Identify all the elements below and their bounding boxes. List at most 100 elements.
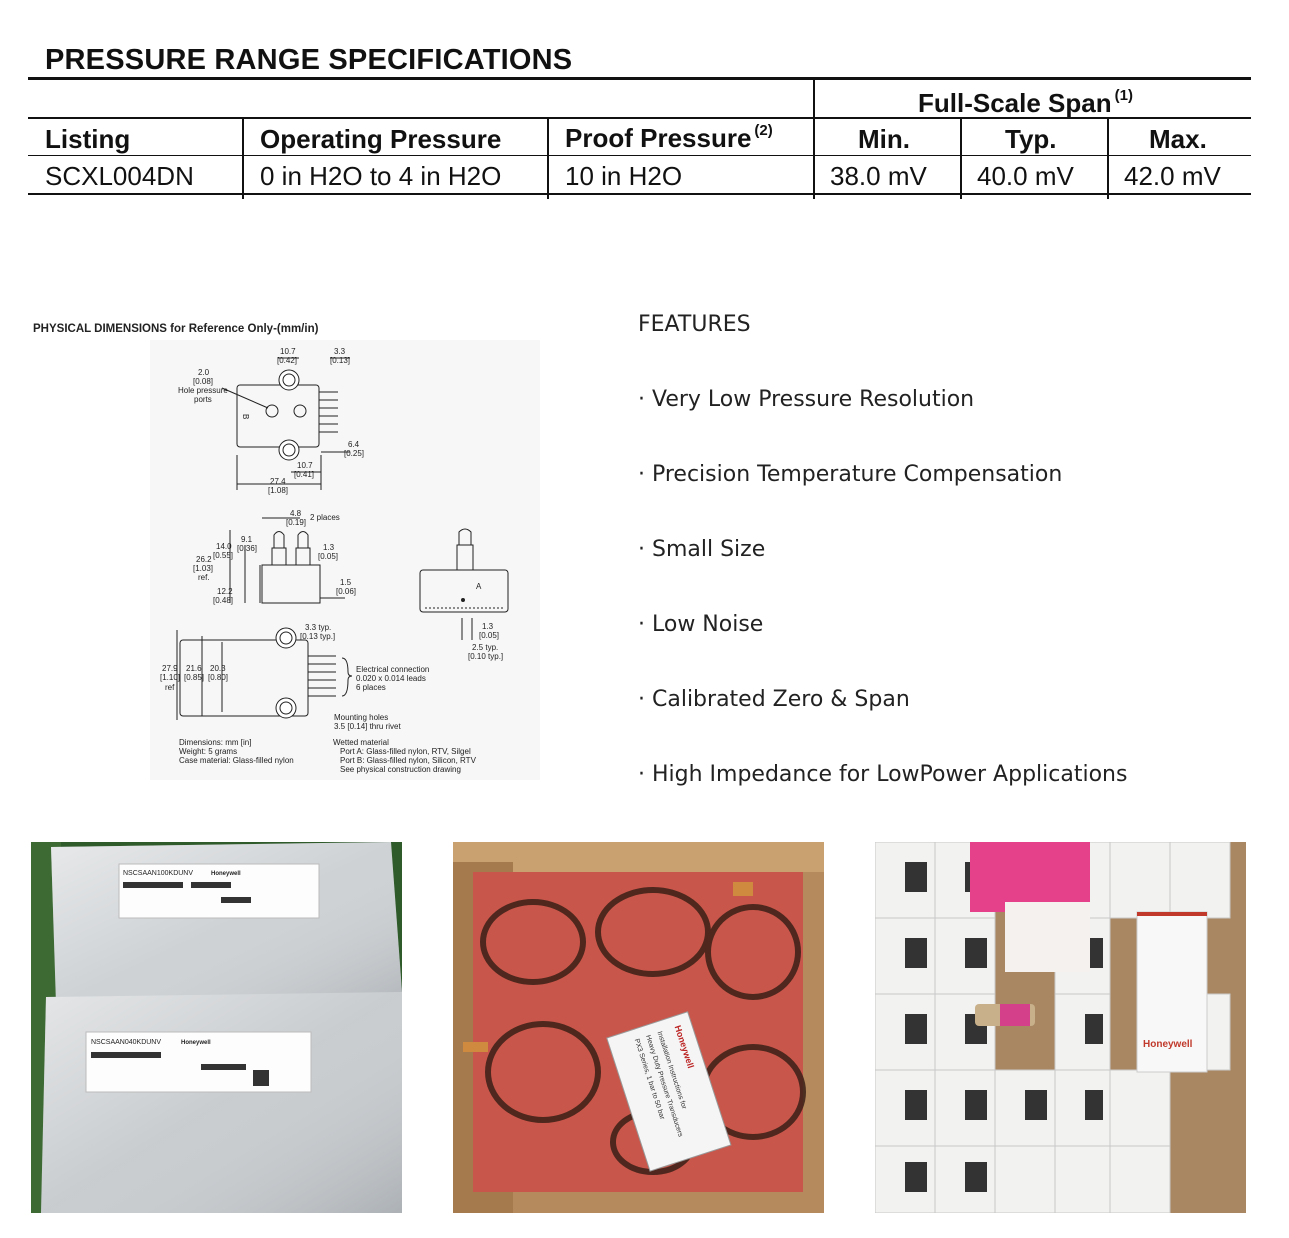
dim-label: [0.48] <box>213 596 233 605</box>
feature-item: · High Impedance for LowPower Applicatio… <box>638 762 1128 787</box>
column-rule <box>242 119 244 199</box>
dim-label: [0.80] <box>208 673 228 682</box>
features-title: FEATURES <box>638 312 751 337</box>
dim-label: [1.03] <box>193 564 213 573</box>
feature-item: · Low Noise <box>638 612 764 637</box>
max-header: Max. <box>1149 124 1207 154</box>
dim-label: [0.41] <box>294 470 314 479</box>
dim-label: 3.3 <box>334 347 346 356</box>
min-span-cell: 38.0 mV <box>830 161 927 191</box>
bottom-rule <box>28 193 1251 195</box>
dim-label: [0.08] <box>193 377 213 386</box>
bag-brand: Honeywell <box>181 1040 211 1046</box>
dim-label: 21.6 <box>186 664 202 673</box>
dim-label: [0.85] <box>184 673 204 682</box>
note: Weight: 5 grams <box>179 747 237 756</box>
row-rule <box>28 155 1251 156</box>
instruction-leaflet <box>606 1011 732 1172</box>
listing-cell: SCXL004DN <box>45 161 194 191</box>
dim-label: 26.2 <box>196 555 212 564</box>
mounting-hole <box>275 627 297 649</box>
min-header: Min. <box>858 124 910 154</box>
dim-label: ports <box>194 395 212 404</box>
column-rule <box>1107 119 1109 199</box>
header-rule <box>28 117 1251 119</box>
proof-pressure-cell: 10 in H2O <box>565 161 683 191</box>
dim-label: [0.13 typ.] <box>300 632 335 641</box>
port-label: B <box>241 414 250 419</box>
note: Case material: Glass-filled nylon <box>179 756 294 765</box>
feature-item: · Calibrated Zero & Span <box>638 687 910 712</box>
bag-label-text: NSCSAAN100KDUNV <box>123 870 193 877</box>
column-rule <box>813 119 815 199</box>
dim-label: 27.4 <box>270 477 286 486</box>
span-group-header: Full-Scale Span(1) <box>918 87 1133 119</box>
spec-table-title: PRESSURE RANGE SPECIFICATIONS <box>45 44 573 76</box>
column-rule <box>547 119 549 199</box>
mount-hole-top <box>278 369 300 391</box>
dim-label: 2.5 typ. <box>472 643 498 652</box>
dimensions-title: PHYSICAL DIMENSIONS for Reference Only-(… <box>33 323 319 335</box>
dim-label: 2.0 <box>198 368 210 377</box>
dim-label: [0.06] <box>336 587 356 596</box>
sensor-bottom-view <box>179 639 309 717</box>
span-group-label: Full-Scale Span <box>918 88 1112 118</box>
dim-label: 4.8 <box>290 509 302 518</box>
listing-header: Listing <box>45 124 131 154</box>
dim-label: 3.5 [0.14] thru rivet <box>334 722 401 731</box>
max-span-cell: 42.0 mV <box>1124 161 1221 191</box>
dim-label: [0.19] <box>286 518 306 527</box>
dim-label: 14.0 <box>216 542 232 551</box>
dim-label: 9.1 <box>241 535 253 544</box>
dim-label: 6 places <box>356 683 386 692</box>
dim-label: [0.55] <box>213 551 233 560</box>
dim-label: ref <box>165 683 175 692</box>
dim-label: 2 places <box>310 513 340 522</box>
note: Wetted material <box>333 738 389 747</box>
dim-label: [0.36] <box>237 544 257 553</box>
bag-label-text: NSCSAAN040KDUNV <box>91 1039 161 1046</box>
dim-label: [0.05] <box>318 552 338 561</box>
note: See physical construction drawing <box>340 765 461 774</box>
dim-label: [0.10 typ.] <box>468 652 503 661</box>
top-rule <box>28 77 1251 80</box>
photo-transducer-box: Honeywell Installation Instructions for … <box>453 842 824 1213</box>
operating-pressure-cell: 0 in H2O to 4 in H2O <box>260 161 502 191</box>
dim-label: [0.25] <box>344 449 364 458</box>
bag-label <box>118 863 320 919</box>
photo-product-cartons: Honeywell <box>875 842 1246 1213</box>
sensor-side-view <box>261 564 321 604</box>
footnote-marker: (1) <box>1114 87 1133 104</box>
column-rule <box>960 119 962 199</box>
mount-hole-bottom <box>278 439 300 461</box>
feature-item: · Small Size <box>638 537 766 562</box>
dim-label: 6.4 <box>348 440 360 449</box>
dim-label: [0.13] <box>330 356 350 365</box>
dim-label: [0.05] <box>479 631 499 640</box>
footnote-marker: (2) <box>754 122 773 139</box>
photo-packaged-bags: NSCSAAN100KDUNV Honeywell NSCSAAN040KDUN… <box>31 842 402 1213</box>
carton-brand: Honeywell <box>1143 1039 1193 1050</box>
note: Port A: Glass-filled nylon, RTV, Silgel <box>340 747 471 756</box>
port-label: A <box>476 582 482 591</box>
pressure-port-a <box>293 404 307 418</box>
dim-label: 20.3 <box>210 664 226 673</box>
bag-brand: Honeywell <box>211 871 241 877</box>
pressure-port-b <box>265 404 279 418</box>
mounting-hole <box>275 697 297 719</box>
dim-label: [0.42] <box>277 356 297 365</box>
note: Dimensions: mm [in] <box>179 738 251 747</box>
typ-span-cell: 40.0 mV <box>977 161 1074 191</box>
dimension-drawing: 10.7 [0.42] 3.3 [0.13] 2.0 [0.08] Hole p… <box>150 340 540 780</box>
feature-item: · Precision Temperature Compensation <box>638 462 1063 487</box>
dim-label: 3.3 typ. <box>305 623 331 632</box>
dim-label: 0.020 x 0.014 leads <box>356 674 426 683</box>
dim-label: [1.10] <box>160 673 180 682</box>
pink-foam <box>970 842 1090 912</box>
dim-label: 1.3 <box>482 622 494 631</box>
dim-label: 10.7 <box>297 461 313 470</box>
feature-item: · Very Low Pressure Resolution <box>638 387 975 412</box>
note: Port B: Glass-filled nylon, Silicon, RTV <box>340 756 477 765</box>
dim-label: [1.08] <box>268 486 288 495</box>
bag-label <box>85 1031 312 1093</box>
